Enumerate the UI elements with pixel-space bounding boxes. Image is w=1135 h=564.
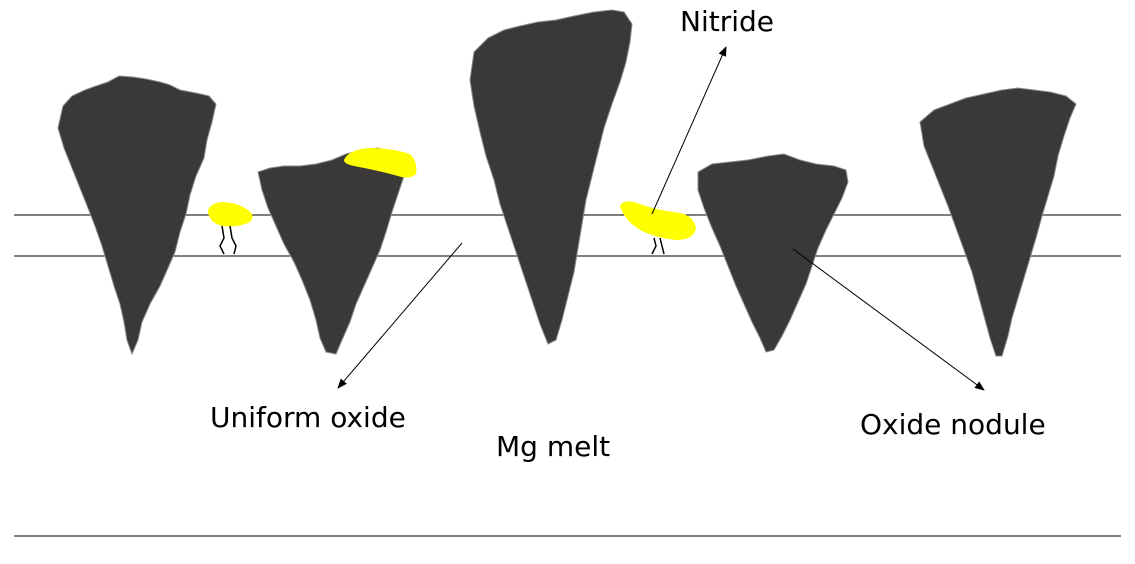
oxide-nodule-4 — [698, 154, 848, 352]
nitride-patch-right — [620, 201, 696, 240]
label-mg-melt: Mg melt — [496, 433, 610, 461]
oxide-nodule-leader-arrow — [793, 249, 984, 390]
nitride-patch-left — [208, 202, 253, 227]
oxide-nodule-3 — [470, 10, 632, 344]
label-uniform-oxide: Uniform oxide — [210, 404, 406, 432]
oxide-nodule-2 — [258, 148, 404, 354]
crack-right — [652, 238, 664, 254]
crack-left — [220, 226, 236, 254]
label-nitride: Nitride — [680, 8, 774, 36]
label-oxide-nodule: Oxide nodule — [860, 411, 1046, 439]
oxide-nodule-5 — [920, 88, 1076, 356]
